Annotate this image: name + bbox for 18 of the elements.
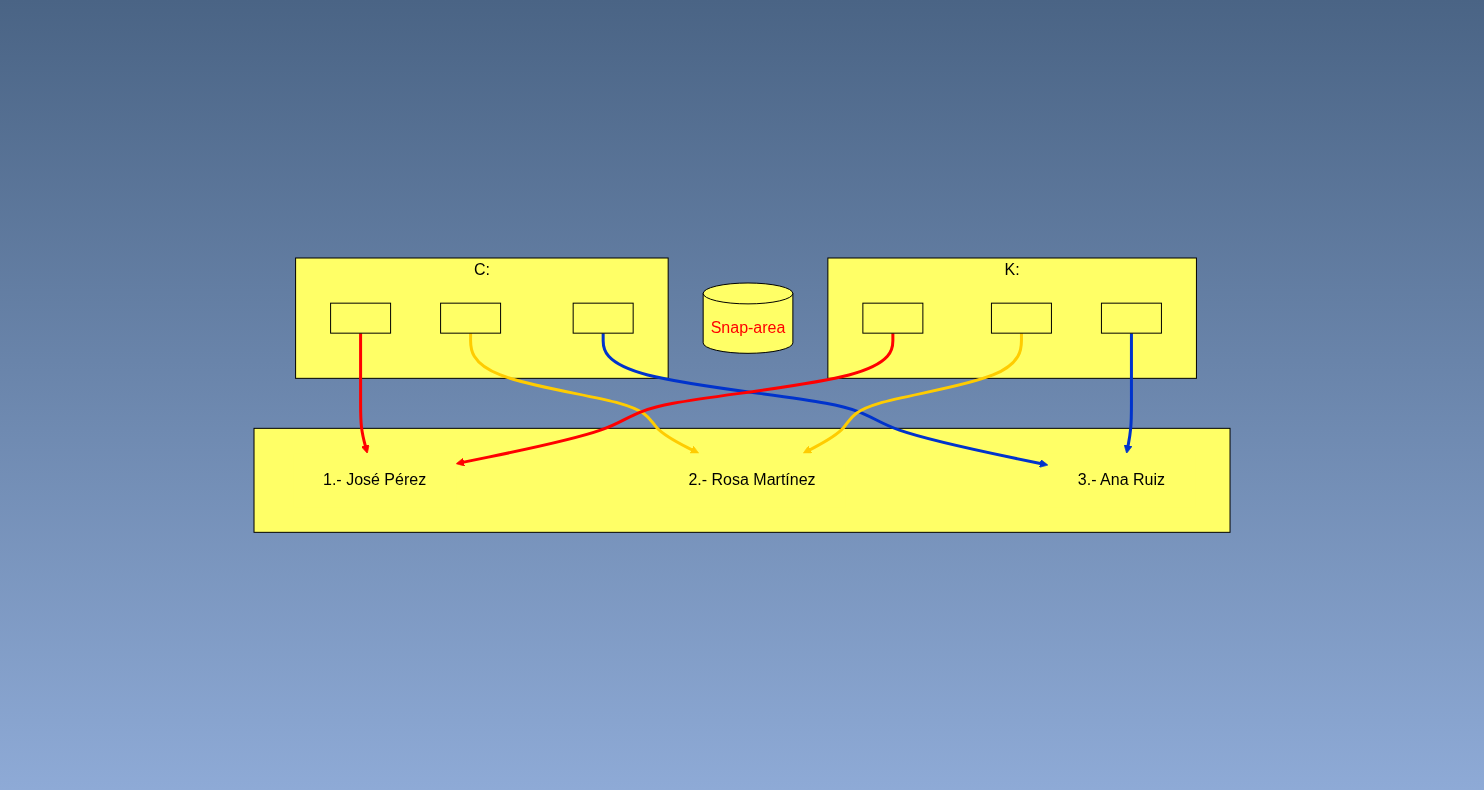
arrow <box>359 333 370 454</box>
arrow <box>802 333 1023 454</box>
arrow <box>455 333 895 467</box>
cluster <box>253 427 1231 533</box>
cluster: C: <box>295 257 669 379</box>
arrow <box>469 333 700 454</box>
node-text: 2.- Rosa Martínez <box>688 471 816 489</box>
node-box <box>1100 302 1162 334</box>
node-box <box>990 302 1052 334</box>
arrow <box>1123 333 1133 454</box>
arrow <box>601 333 1049 468</box>
node-box <box>440 302 502 334</box>
node-text: 3.- Ana Ruiz <box>1077 471 1165 489</box>
cluster: K: <box>827 257 1197 379</box>
node-box <box>862 302 924 334</box>
node-box <box>572 302 634 334</box>
node-box <box>330 302 392 334</box>
node-text: 1.- José Pérez <box>323 471 427 489</box>
